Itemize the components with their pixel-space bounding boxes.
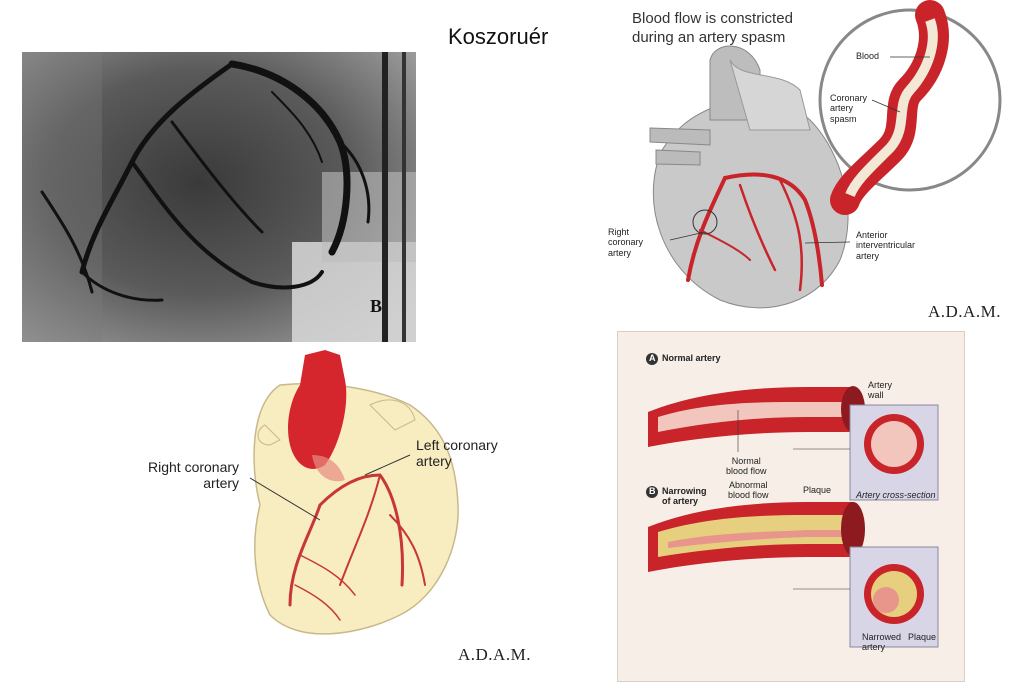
label-blood: Blood bbox=[856, 51, 880, 61]
label-anterior-artery: Anterior interventricular artery bbox=[856, 230, 916, 261]
narrowing-title: Narrowing of artery bbox=[662, 486, 707, 507]
adam-logo: A.D.A.M. bbox=[458, 645, 531, 664]
spasm-heading-line2: during an artery spasm bbox=[632, 29, 786, 46]
page-title: Koszoruér bbox=[448, 24, 549, 49]
adam-logo: A.D.A.M. bbox=[928, 302, 1001, 321]
label-plaque-bottom: Plaque bbox=[908, 632, 937, 642]
plaque-illustration: A Normal artery Artery wall Normal blood… bbox=[617, 331, 965, 682]
label-narrowed-artery: Narrowed artery bbox=[862, 632, 902, 653]
marker-b: B bbox=[649, 486, 656, 496]
angiogram-marker: B bbox=[370, 296, 382, 316]
angiogram-image: B bbox=[22, 52, 416, 342]
label-normal-flow: Normal blood flow bbox=[726, 456, 767, 477]
normal-artery-title: Normal artery bbox=[662, 353, 721, 363]
label-artery-wall: Artery wall bbox=[868, 380, 893, 401]
label-right-coronary: Right coronary artery bbox=[608, 227, 644, 258]
marker-a: A bbox=[649, 353, 656, 363]
label-abnormal-flow: Abnormal blood flow bbox=[728, 480, 769, 501]
label-cross-section: Artery cross-section bbox=[856, 490, 936, 500]
label-right-coronary-artery: Right coronary artery bbox=[148, 459, 240, 492]
label-coronary-spasm: Coronary artery spasm bbox=[830, 93, 868, 124]
spasm-illustration: Blood flow is constricted during an arte… bbox=[600, 0, 1023, 330]
label-plaque-top: Plaque bbox=[803, 485, 832, 495]
heart-illustration: Right coronary artery Left coronary arte… bbox=[140, 345, 540, 675]
label-left-coronary-artery: Left coronary artery bbox=[416, 437, 498, 470]
spasm-heading-line1: Blood flow is constricted bbox=[632, 10, 793, 27]
